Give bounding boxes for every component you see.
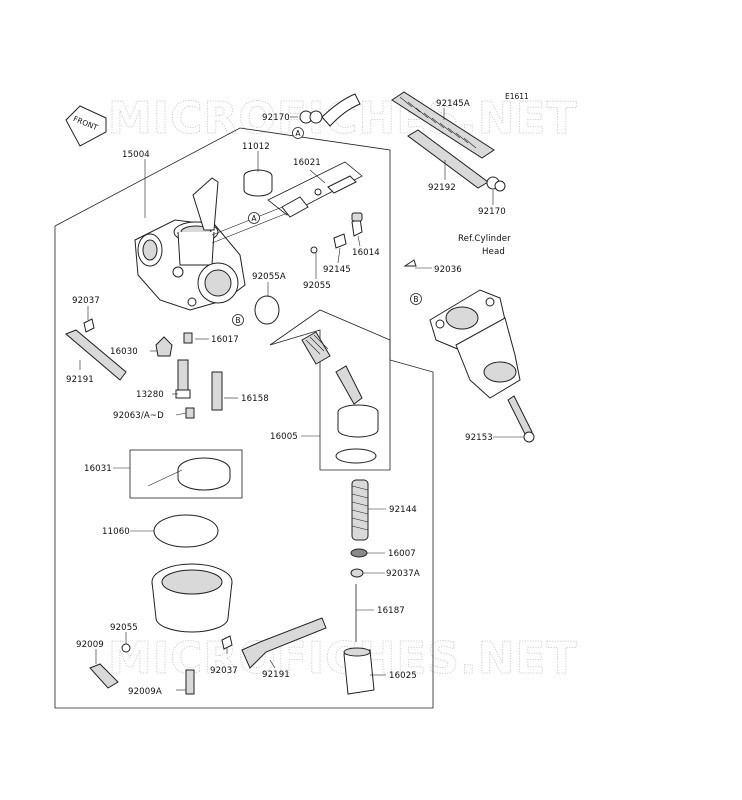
- label-92009A: 92009A: [128, 687, 162, 697]
- label-92145A: 92145A: [436, 99, 470, 109]
- label-92055A: 92055A: [252, 272, 286, 282]
- part-16007-seat: [350, 548, 368, 558]
- label-92192: 92192: [428, 183, 456, 193]
- part-92055A-oring: [254, 295, 280, 325]
- svg-text:B: B: [235, 316, 240, 325]
- label-16005: 16005: [270, 432, 298, 442]
- part-16021-needle: [281, 175, 357, 218]
- label-16158: 16158: [241, 394, 269, 404]
- part-92191-bottom-tube: [241, 617, 327, 669]
- part-92144-spring: [351, 479, 369, 541]
- label-16031: 16031: [84, 464, 112, 474]
- part-hose-top: [321, 93, 361, 127]
- label-92037-bottom: 92037: [210, 666, 238, 676]
- part-92009-screw: [89, 663, 119, 689]
- carburetor-body: [134, 177, 301, 311]
- label-16007: 16007: [388, 549, 416, 559]
- part-92153-bolt: [507, 395, 535, 443]
- diagram-code: E1611: [505, 92, 529, 101]
- label-16014: 16014: [352, 248, 380, 258]
- part-16030-jet: [155, 336, 173, 357]
- part-11012-cap: [243, 169, 273, 197]
- ref-circle-a-body: A: [248, 212, 260, 224]
- label-ref-line1: Ref.Cylinder: [458, 234, 511, 244]
- part-16005-spring-cap: [301, 331, 379, 464]
- part-92055-bottom-ring: [121, 643, 131, 653]
- part-92037A-clip: [350, 568, 364, 578]
- label-11060: 11060: [102, 527, 130, 537]
- label-92009: 92009: [76, 640, 104, 650]
- part-16158-pilot-jet: [211, 371, 223, 411]
- label-92170-top: 92170: [262, 113, 290, 123]
- label-92055-bottom: 92055: [110, 623, 138, 633]
- label-92153: 92153: [465, 433, 493, 443]
- label-92036: 92036: [434, 265, 462, 275]
- part-92055-ring: [310, 246, 318, 254]
- part-92145-spring: [333, 233, 347, 249]
- part-92036-clip: [403, 259, 417, 267]
- part-16025-throttle-valve: [343, 647, 375, 695]
- label-92170-bottom: 92170: [478, 207, 506, 217]
- label-16017: 16017: [211, 335, 239, 345]
- assembly-boundary: [54, 127, 434, 709]
- label-16030: 16030: [110, 347, 138, 357]
- part-16031-float: [147, 457, 231, 491]
- label-92037-left: 92037: [72, 296, 100, 306]
- part-92063-jet: [185, 407, 195, 419]
- label-ref-line2: Head: [482, 247, 505, 257]
- part-92170-bottom-clamp: [486, 176, 506, 192]
- label-11012: 11012: [242, 142, 270, 152]
- label-92191-bottom: 92191: [262, 670, 290, 680]
- part-16017-jet: [183, 332, 193, 344]
- part-92145A-corrugated-hose: [391, 91, 495, 159]
- ref-circle-a-top: A: [292, 127, 304, 139]
- label-16021: 16021: [293, 158, 321, 168]
- group-16005-frame: [269, 309, 391, 471]
- ref-circle-b-body: B: [232, 314, 244, 326]
- part-intake-manifold: [429, 289, 521, 399]
- label-16187: 16187: [377, 606, 405, 616]
- part-92009A-screw: [185, 669, 195, 695]
- label-13280: 13280: [136, 390, 164, 400]
- label-92144: 92144: [389, 505, 417, 515]
- group-16031-box: [129, 449, 243, 499]
- group-16021-box: [267, 161, 363, 216]
- part-13280-emulsion-tube: [175, 359, 191, 399]
- part-float-bowl: [151, 563, 233, 633]
- svg-text:A: A: [251, 214, 257, 223]
- label-92145: 92145: [323, 265, 351, 275]
- svg-text:A: A: [295, 129, 301, 138]
- part-92170-top-clamp: [299, 110, 323, 124]
- label-92063: 92063/A~D: [113, 411, 164, 421]
- label-16025: 16025: [389, 671, 417, 681]
- front-arrow-icon: FRONT: [65, 105, 107, 147]
- watermark-bottom: MICROFICHES.NET: [108, 633, 578, 684]
- part-92037-bottom-clip: [221, 635, 233, 650]
- part-92191-left-tube: [65, 329, 127, 381]
- part-16014-screw: [351, 212, 363, 237]
- leader-lines: [79, 108, 524, 691]
- part-labels: 15004 11012 16021 92170 92145A 92192 921…: [66, 99, 511, 697]
- label-15004: 15004: [122, 150, 150, 160]
- label-92191-left: 92191: [66, 375, 94, 385]
- label-92037A: 92037A: [386, 569, 420, 579]
- svg-text:B: B: [413, 295, 418, 304]
- label-92055-top: 92055: [303, 281, 331, 291]
- part-11060-gasket: [153, 514, 219, 548]
- part-92037-left-clip: [83, 318, 95, 333]
- ref-circle-b-right: B: [410, 293, 422, 305]
